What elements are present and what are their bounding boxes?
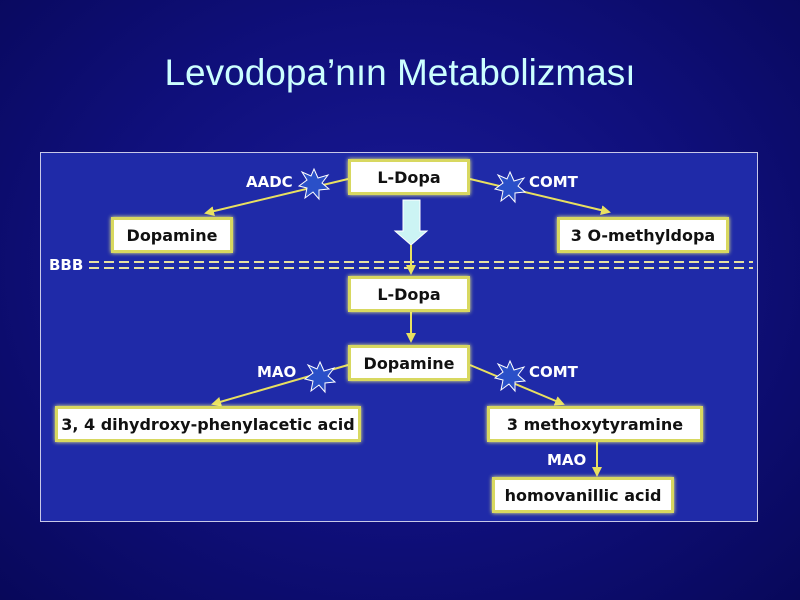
bbb-crossing-arrow [393,199,429,246]
label-mao-bottom: MAO [547,451,587,469]
label-comt-top: COMT [529,173,578,191]
comt-bottom-inhibitor-burst-icon [493,359,527,393]
arrow-comt-bottom [469,364,565,406]
arrow-comt-top [469,178,611,216]
comt-top-inhibitor-burst-icon [493,170,527,204]
node-dopac: 3, 4 dihydroxy-phenylacetic acid [55,406,361,442]
label-mao-left: MAO [257,363,297,381]
metabolism-diagram: L-Dopa Dopamine 3 O-methyldopa L-Dopa Do… [40,152,758,522]
node-homovanillic-acid: homovanillic acid [492,477,674,513]
diagram-connectors [89,167,753,477]
mao-inhibitor-burst-icon [303,360,337,394]
node-dopamine-brain: Dopamine [348,345,470,381]
label-comt-bottom: COMT [529,363,578,381]
label-bbb: BBB [49,256,84,274]
node-ldopa-brain: L-Dopa [348,276,470,312]
page-title: Levodopa’nın Metabolizması [164,52,636,93]
aadc-inhibitor-burst-icon [297,167,331,201]
node-ldopa-periphery: L-Dopa [348,159,470,195]
node-3-methoxytyramine: 3 methoxytyramine [487,406,703,442]
node-3-o-methyldopa: 3 O-methyldopa [557,217,729,253]
node-dopamine-periphery: Dopamine [111,217,233,253]
label-aadc: AADC [246,173,293,191]
